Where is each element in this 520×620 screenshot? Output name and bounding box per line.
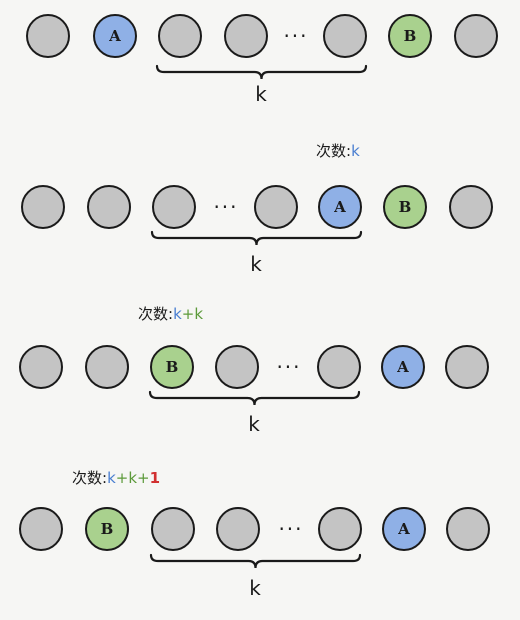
node-circle	[446, 507, 490, 551]
node-circle	[224, 14, 268, 58]
count-prefix: 次数:	[138, 305, 174, 323]
count-term: k	[351, 142, 360, 160]
count-term: k	[107, 469, 116, 487]
underbrace	[148, 390, 361, 406]
node-circle	[454, 14, 498, 58]
node-a: A	[93, 14, 137, 58]
node-circle	[449, 185, 493, 229]
brace-label: k	[250, 252, 262, 276]
node-circle	[26, 14, 70, 58]
node-circle	[21, 185, 65, 229]
node-a: A	[318, 185, 362, 229]
node-circle	[254, 185, 298, 229]
node-circle	[19, 345, 63, 389]
node-circle	[216, 507, 260, 551]
count-annotation: 次数:k+k+1	[72, 467, 160, 488]
count-term: +	[181, 305, 195, 323]
brace-label: k	[248, 412, 260, 436]
node-circle	[317, 345, 361, 389]
node-b: B	[85, 507, 129, 551]
node-circle	[158, 14, 202, 58]
count-term: k	[128, 469, 138, 487]
node-circle	[19, 507, 63, 551]
node-circle	[87, 185, 131, 229]
node-circle	[318, 507, 362, 551]
node-a: A	[381, 345, 425, 389]
node-b: B	[150, 345, 194, 389]
count-prefix: 次数:	[316, 142, 352, 160]
brace-label: k	[249, 576, 261, 600]
count-prefix: 次数:	[72, 469, 108, 487]
node-circle	[152, 185, 196, 229]
node-b: B	[388, 14, 432, 58]
node-b: B	[383, 185, 427, 229]
node-circle	[215, 345, 259, 389]
ellipsis-icon: ···	[276, 355, 302, 379]
count-term: k	[173, 305, 182, 323]
underbrace	[150, 230, 363, 246]
count-term: k	[194, 305, 204, 323]
ellipsis-icon: ···	[213, 195, 239, 219]
node-circle	[445, 345, 489, 389]
count-annotation: 次数:k+k	[138, 303, 203, 324]
count-annotation: 次数:k	[316, 140, 360, 161]
node-circle	[85, 345, 129, 389]
count-term: 1	[149, 469, 161, 487]
ellipsis-icon: ···	[278, 517, 304, 541]
node-circle	[151, 507, 195, 551]
ellipsis-icon: ···	[283, 24, 309, 48]
underbrace	[155, 64, 368, 80]
brace-label: k	[255, 82, 267, 106]
underbrace	[149, 553, 362, 569]
node-circle	[323, 14, 367, 58]
count-term: +	[137, 469, 150, 487]
count-term: +	[115, 469, 129, 487]
node-a: A	[382, 507, 426, 551]
